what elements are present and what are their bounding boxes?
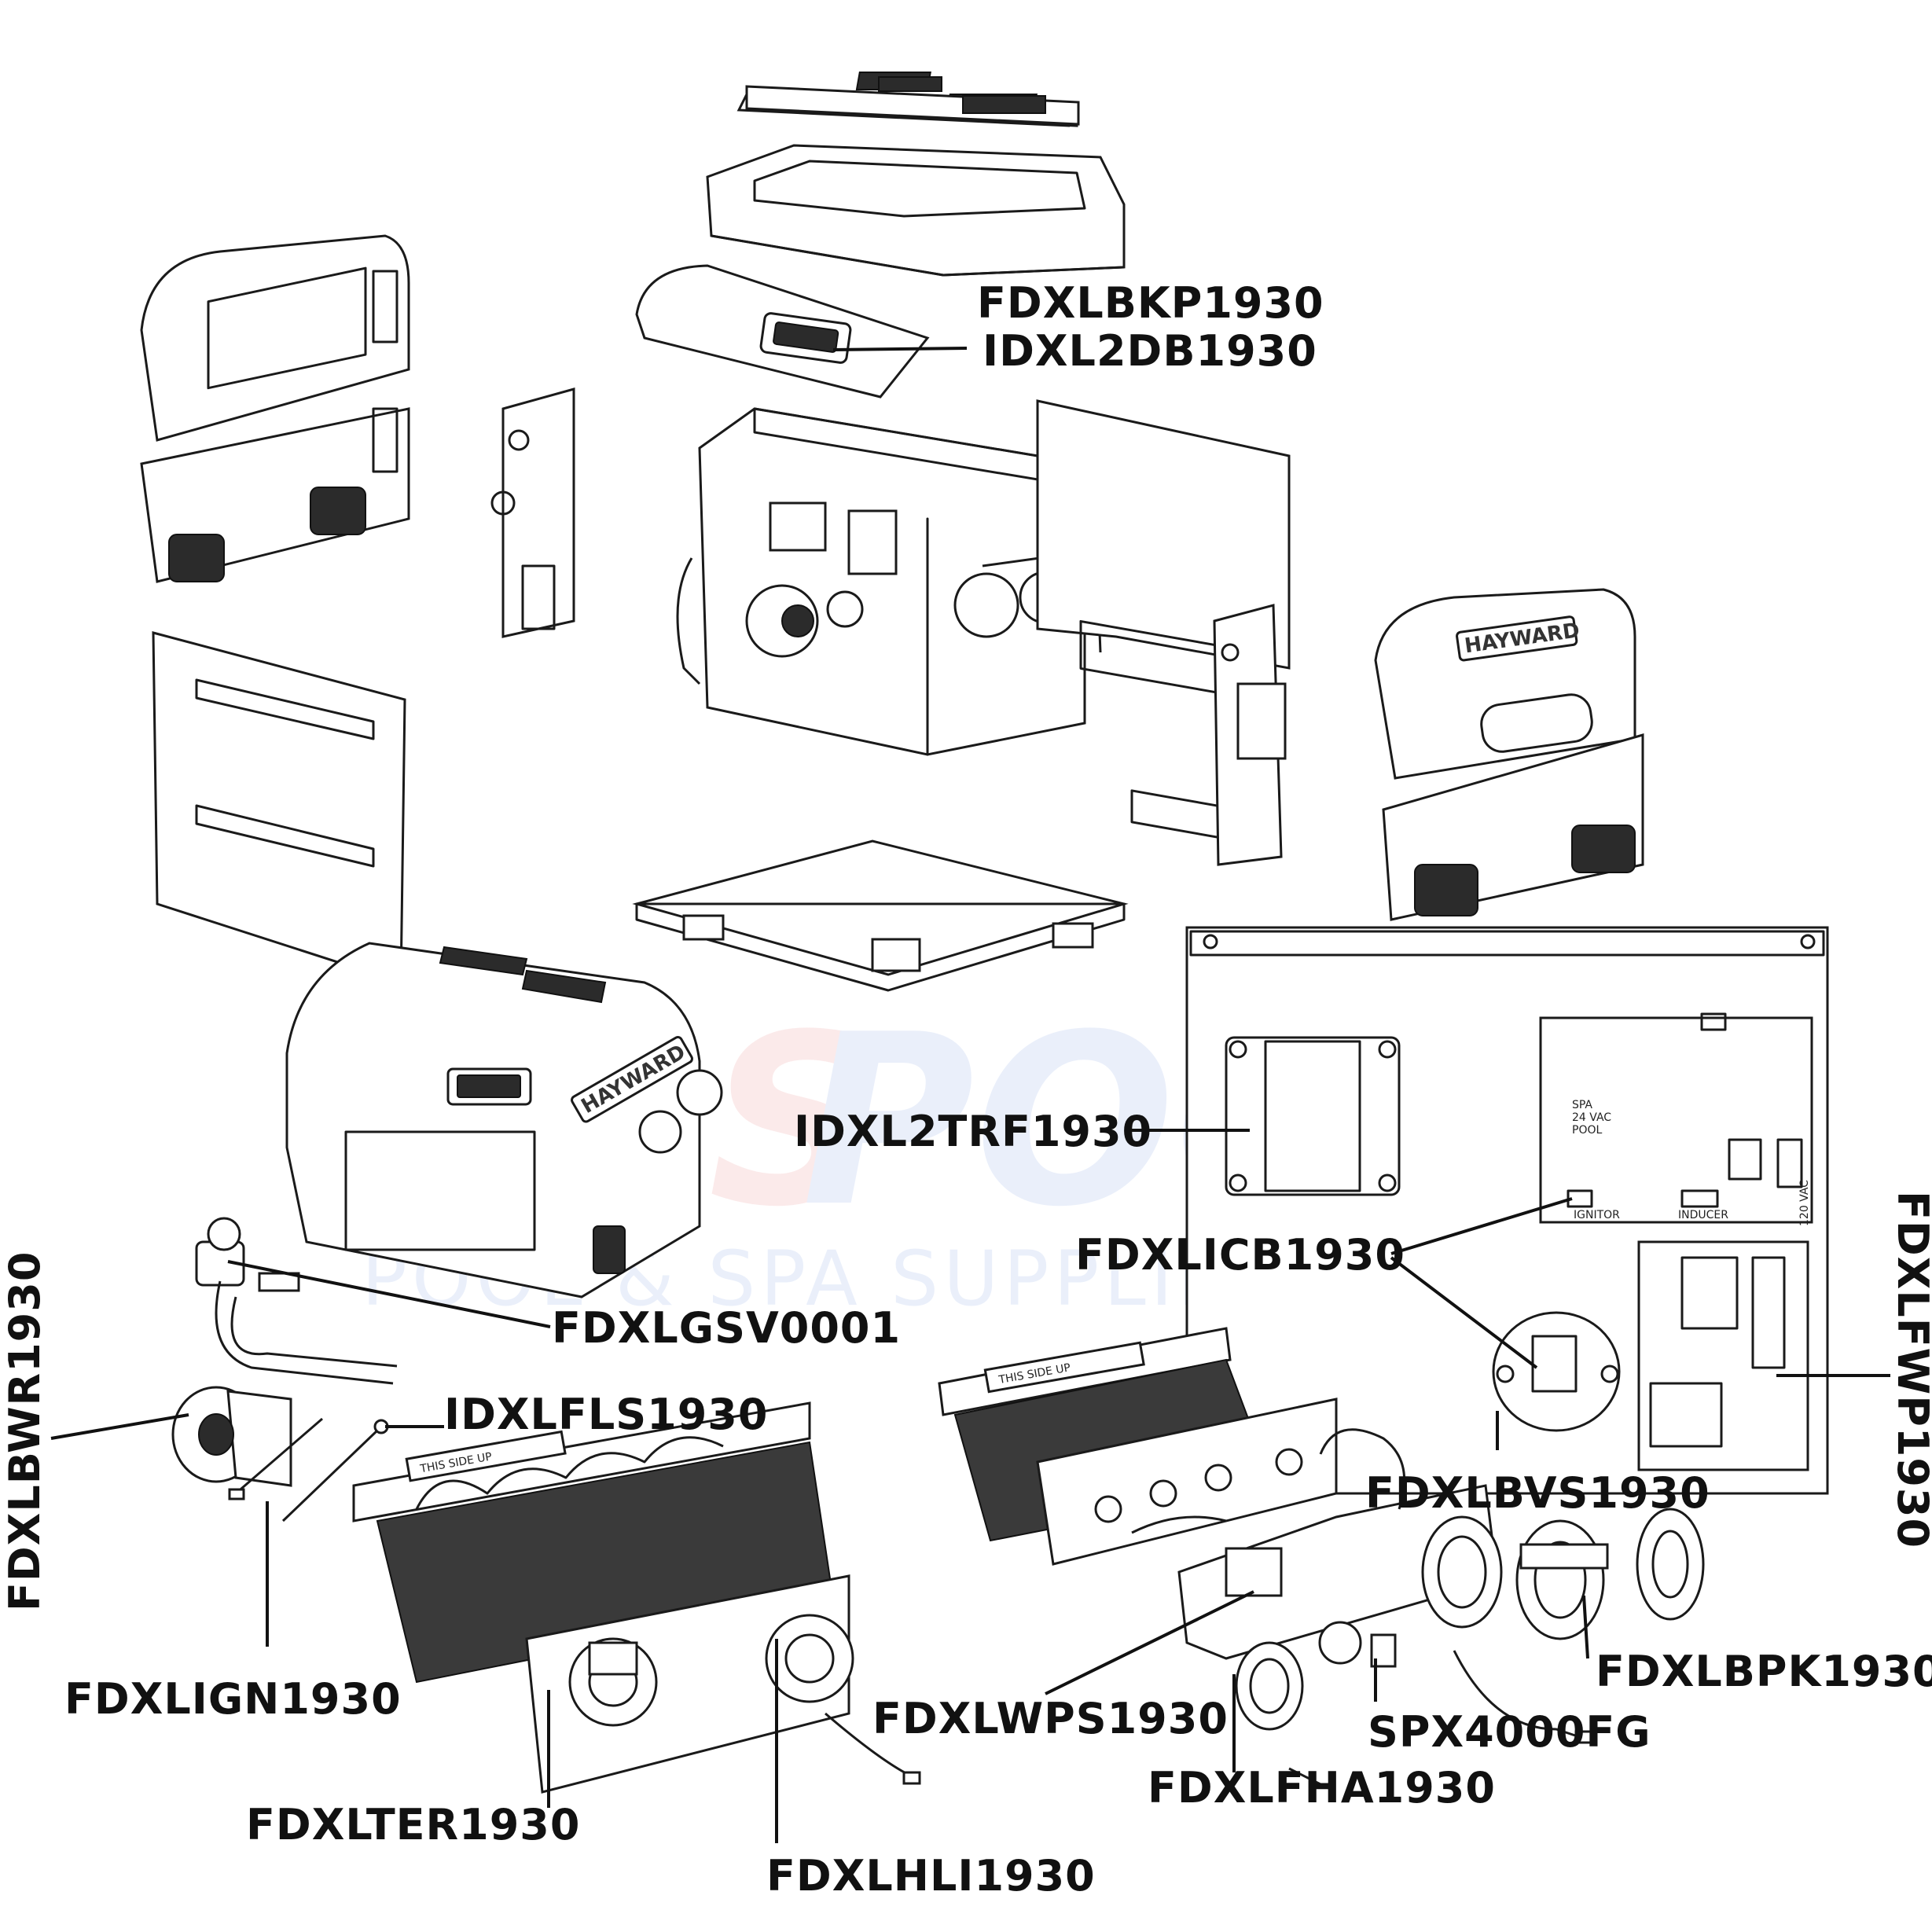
blower-vacuum-switch — [1492, 1311, 1621, 1432]
base-pan — [632, 839, 1129, 992]
part-label-fdxlbwr1930: FDXLBWR1930 — [0, 1251, 50, 1611]
part-label-fdxlfwp1930: FDXLFWP1930 — [1888, 1191, 1932, 1548]
combustion-blower — [171, 1386, 292, 1487]
top-frame — [706, 144, 1126, 277]
part-label-fdxlwps1930: FDXLWPS1930 — [872, 1694, 1229, 1743]
ignition-control-board: IGNITOR INDUCER SPA 24 VAC POOL 120 VAC — [1539, 1012, 1813, 1226]
front-door-panel: HAYWARD — [1374, 588, 1644, 921]
igniter — [228, 1417, 323, 1500]
part-label-fdxlter1930: FDXLTER1930 — [246, 1800, 580, 1849]
part-label-spx4000fg: SPX4000FG — [1368, 1707, 1651, 1757]
board-label-pool: POOL — [1572, 1124, 1602, 1137]
heat-exchanger-right: THIS SIDE UP — [938, 1327, 1338, 1566]
leader-fdxlwps1930 — [1045, 1590, 1254, 1695]
board-label-spa: SPA — [1572, 1099, 1592, 1111]
side-up-stamp-2: THIS SIDE UP — [983, 1341, 1145, 1394]
top-cover-panel — [736, 72, 1080, 127]
part-label-idxlfls1930: IDXLFLS1930 — [444, 1390, 768, 1439]
assembled-heater: HAYWARD — [285, 942, 723, 1298]
side-up-stamp-1: THIS SIDE UP — [405, 1430, 567, 1482]
right-side-bracket — [1213, 604, 1287, 866]
leader-fdxlicb1930-a — [1390, 1197, 1573, 1255]
part-label-fdxlhli1930: FDXLHLI1930 — [766, 1851, 1096, 1901]
board-label-24vac: 24 VAC — [1572, 1111, 1611, 1124]
part-label-fdxlbkp1930: FDXLBKP1930 — [977, 278, 1324, 328]
leader-fdxlgsv0001 — [227, 1260, 551, 1328]
leader-lines — [50, 347, 1890, 1843]
board-label-inducer: INDUCER — [1678, 1209, 1728, 1221]
part-labels: FDXLBKP1930 IDXL2DB1930 IDXL2TRF1930 FDX… — [0, 278, 1932, 1901]
part-label-idxl2db1930: IDXL2DB1930 — [983, 326, 1317, 376]
leader-fdxlbpk1930 — [1582, 1595, 1589, 1659]
leader-idxl2db1930 — [832, 347, 968, 351]
part-label-fdxlbpk1930: FDXLBPK1930 — [1596, 1647, 1932, 1696]
leader-fdxlicb1930-b — [1390, 1256, 1538, 1369]
leader-fdxlbwr1930 — [50, 1413, 189, 1440]
control-board-panel: IGNITOR INDUCER SPA 24 VAC POOL 120 VAC — [1185, 926, 1829, 1495]
union-nut — [1636, 1508, 1705, 1621]
flame-sensor — [281, 1419, 389, 1522]
part-label-fdxlbvs1930: FDXLBVS1930 — [1365, 1468, 1710, 1518]
narrow-side-bracket — [490, 388, 575, 638]
board-label-ignitor: IGNITOR — [1574, 1209, 1620, 1221]
part-label-fdxlgsv0001: FDXLGSV0001 — [552, 1303, 901, 1353]
main-chassis — [676, 407, 1102, 756]
rear-vent-panel — [1036, 399, 1291, 843]
power-interface-board — [1637, 1240, 1809, 1471]
transformer — [1225, 1036, 1401, 1196]
part-label-fdxlign1930: FDXLIGN1930 — [64, 1674, 402, 1724]
part-label-fdxlfha1930: FDXLFHA1930 — [1148, 1763, 1496, 1813]
front-header-assembly — [1177, 1428, 1593, 1790]
part-label-fdxlicb1930: FDXLICB1930 — [1075, 1230, 1405, 1280]
control-bezel — [635, 264, 930, 399]
left-door-panel — [140, 234, 410, 583]
bypass-kit — [1515, 1519, 1609, 1640]
heat-exchanger-left: THIS SIDE UP — [352, 1401, 921, 1794]
board-label-120vac: 120 VAC — [1798, 1180, 1811, 1226]
part-label-idxl2trf1930: IDXL2TRF1930 — [794, 1107, 1152, 1156]
left-side-panel — [152, 631, 406, 985]
